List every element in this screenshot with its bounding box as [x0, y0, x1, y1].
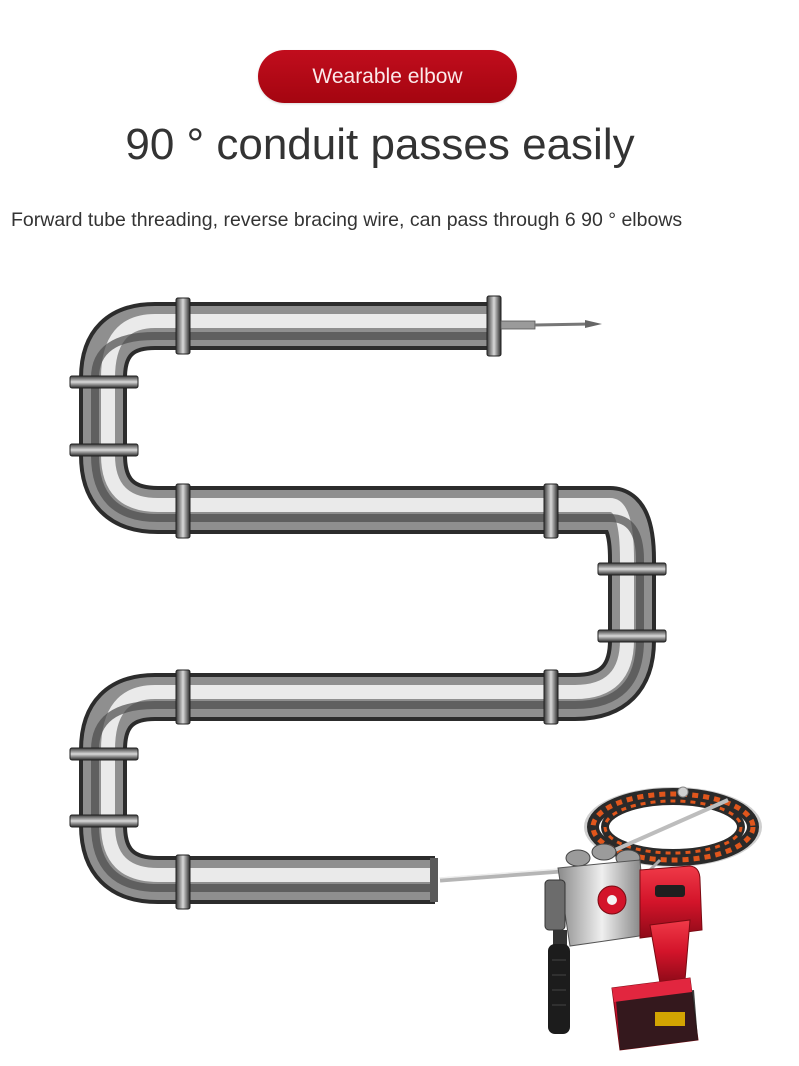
battery-icon — [611, 977, 699, 1051]
pipe-elbow-icon — [69, 295, 667, 910]
wire-coil-icon — [584, 786, 762, 882]
page-title: 90 ° conduit passes easily — [125, 120, 635, 169]
threader-drill-icon — [544, 843, 703, 1034]
conduit-illustration — [69, 295, 762, 1051]
wearable-elbow-badge: Wearable elbow — [258, 50, 517, 103]
threading-rod-icon — [500, 320, 602, 330]
feature-description: Forward tube threading, reverse bracing … — [11, 209, 683, 231]
